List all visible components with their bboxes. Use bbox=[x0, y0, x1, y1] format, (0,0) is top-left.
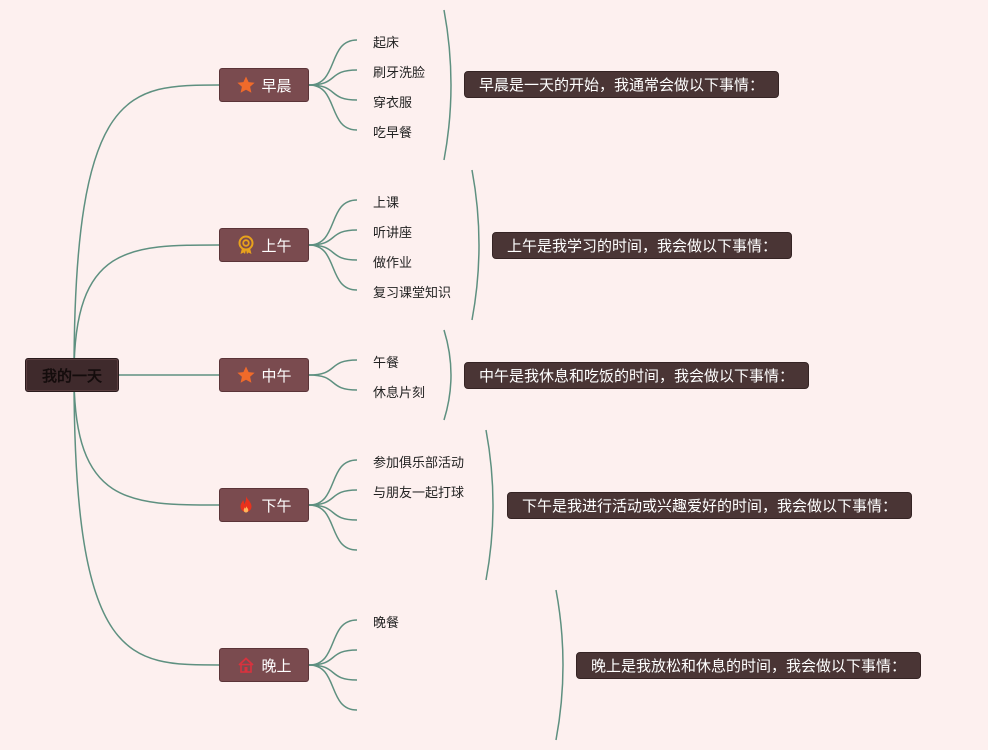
summary-note[interactable]: 晚上是我放松和休息的时间，我会做以下事情： bbox=[576, 652, 922, 679]
summary-bracket bbox=[555, 589, 564, 741]
root-connector bbox=[73, 374, 220, 506]
branch-label: 上午 bbox=[261, 236, 292, 255]
root-node[interactable]: 我的一天 bbox=[25, 358, 119, 392]
root-connector bbox=[73, 374, 220, 666]
summary-bracket bbox=[443, 9, 452, 161]
leaf-connector bbox=[308, 84, 358, 101]
leaf-connector bbox=[308, 359, 358, 376]
leaf-item[interactable]: 复习课堂知识 bbox=[373, 286, 452, 301]
branch-node-evening[interactable]: 晚上 bbox=[219, 648, 309, 682]
summary-note-text: 早晨是一天的开始，我通常会做以下事情： bbox=[479, 76, 765, 94]
branch-label: 早晨 bbox=[261, 76, 292, 95]
leaf-connector bbox=[308, 84, 358, 131]
summary-note-text: 中午是我休息和吃饭的时间，我会做以下事情： bbox=[479, 367, 795, 385]
star-icon bbox=[236, 75, 256, 95]
house-icon bbox=[236, 655, 256, 675]
summary-note[interactable]: 中午是我休息和吃饭的时间，我会做以下事情： bbox=[464, 362, 810, 389]
leaf-item[interactable]: 休息片刻 bbox=[373, 386, 426, 401]
leaf-connector bbox=[308, 244, 358, 291]
branch-label: 中午 bbox=[261, 366, 292, 385]
summary-note[interactable]: 上午是我学习的时间，我会做以下事情： bbox=[492, 232, 793, 259]
branch-label: 晚上 bbox=[261, 656, 292, 675]
branch-node-morning[interactable]: 早晨 bbox=[219, 68, 309, 102]
leaf-connector bbox=[308, 459, 358, 506]
leaf-item[interactable]: 上课 bbox=[373, 196, 400, 211]
leaf-item[interactable]: 晚餐 bbox=[373, 616, 400, 631]
leaf-connector bbox=[308, 244, 358, 261]
leaf-connector bbox=[308, 664, 358, 711]
leaf-connector bbox=[308, 199, 358, 246]
leaf-connector bbox=[308, 69, 358, 86]
leaf-connector bbox=[308, 229, 358, 246]
summary-note-text: 下午是我进行活动或兴趣爱好的时间，我会做以下事情： bbox=[522, 497, 898, 515]
star-icon bbox=[236, 365, 256, 385]
summary-note[interactable]: 下午是我进行活动或兴趣爱好的时间，我会做以下事情： bbox=[507, 492, 913, 519]
root-label: 我的一天 bbox=[41, 366, 102, 385]
leaf-connector bbox=[308, 664, 358, 681]
medal-icon bbox=[236, 235, 256, 255]
branch-node-noon[interactable]: 中午 bbox=[219, 358, 309, 392]
leaf-item[interactable]: 穿衣服 bbox=[373, 96, 413, 111]
leaf-item[interactable]: 做作业 bbox=[373, 256, 413, 271]
leaf-connector bbox=[308, 489, 358, 506]
branch-node-afternoon[interactable]: 下午 bbox=[219, 488, 309, 522]
leaf-item[interactable]: 午餐 bbox=[373, 356, 400, 371]
leaf-item[interactable]: 吃早餐 bbox=[373, 126, 413, 141]
leaf-connector bbox=[308, 619, 358, 666]
summary-note-text: 上午是我学习的时间，我会做以下事情： bbox=[507, 237, 778, 255]
summary-bracket bbox=[471, 169, 480, 321]
leaf-item[interactable]: 参加俱乐部活动 bbox=[373, 456, 465, 471]
leaf-item[interactable]: 与朋友一起打球 bbox=[373, 486, 465, 501]
branch-node-forenoon[interactable]: 上午 bbox=[219, 228, 309, 262]
summary-bracket bbox=[443, 329, 452, 421]
leaf-connector bbox=[308, 649, 358, 666]
leaf-connector bbox=[308, 504, 358, 551]
leaf-connector bbox=[308, 39, 358, 86]
root-connector bbox=[73, 244, 220, 376]
leaf-item[interactable]: 起床 bbox=[373, 36, 400, 51]
leaf-item[interactable]: 听讲座 bbox=[373, 226, 413, 241]
leaf-connector bbox=[308, 504, 358, 521]
flame-icon bbox=[236, 495, 256, 515]
leaf-connector bbox=[308, 374, 358, 391]
summary-bracket bbox=[485, 429, 494, 581]
summary-note[interactable]: 早晨是一天的开始，我通常会做以下事情： bbox=[464, 71, 780, 98]
root-connector bbox=[73, 84, 220, 376]
branch-label: 下午 bbox=[261, 496, 292, 515]
summary-note-text: 晚上是我放松和休息的时间，我会做以下事情： bbox=[591, 657, 907, 675]
leaf-item[interactable]: 刷牙洗脸 bbox=[373, 66, 426, 81]
